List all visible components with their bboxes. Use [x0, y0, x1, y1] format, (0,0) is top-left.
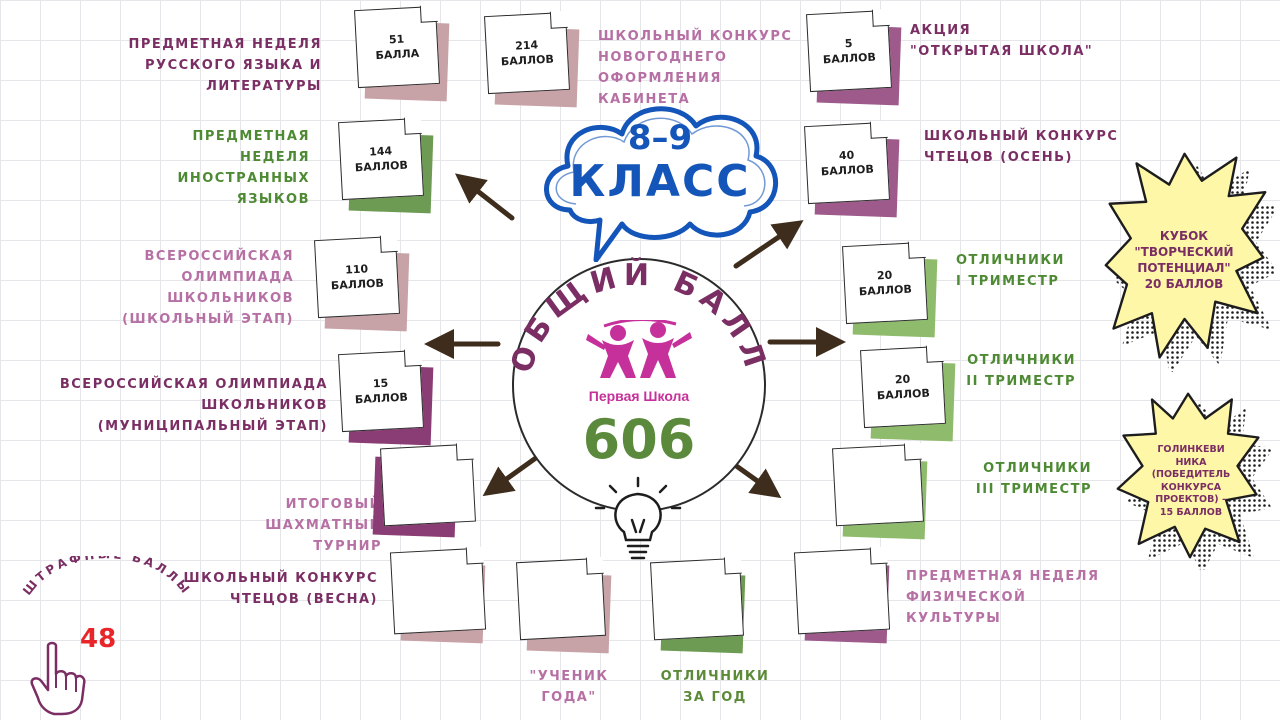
penalty-value: 48 — [80, 624, 117, 654]
card-value: 5 — [844, 36, 853, 51]
arrow-icon — [454, 173, 515, 221]
pointing-hand-icon — [30, 641, 86, 716]
card-value: 110 — [344, 262, 369, 277]
score-card-student-of-year — [516, 557, 612, 654]
label-student-of-year: "УЧЕНИК ГОДА" — [529, 669, 609, 705]
card-unit: БАЛЛОВ — [354, 390, 409, 407]
card-unit: БАЛЛОВ — [330, 276, 385, 293]
label-honors-year: ОТЛИЧНИКИ ЗА ГОД — [660, 669, 770, 705]
total-score-circle: ОБЩИЙ БАЛЛ Первая Школа 606 — [504, 257, 768, 512]
label-pe-week: ПРЕДМЕТНАЯ НЕДЕЛЯ ФИЗИЧЕСКОЙ КУЛЬТУРЫ — [906, 569, 1100, 626]
card-unit: БАЛЛОВ — [858, 282, 913, 299]
label-open-school: АКЦИЯ "ОТКРЫТАЯ ШКОЛА" — [910, 23, 1094, 59]
svg-text:ШТРАФНЫЕ БАЛЛЫ: ШТРАФНЫЕ БАЛЛЫ — [20, 556, 194, 598]
class-range: 8–9 — [627, 118, 693, 158]
arrow-icon — [482, 452, 543, 497]
label-olympiad-municipal: ВСЕРОССИЙСКАЯ ОЛИМПИАДА ШКОЛЬНИКОВ (МУНИ… — [59, 377, 328, 434]
total-score: 606 — [582, 408, 696, 471]
label-new-year-contest: ШКОЛЬНЫЙ КОНКУРС НОВОГОДНЕГО ОФОРМЛЕНИЯ … — [598, 29, 793, 107]
card-unit: БАЛЛОВ — [354, 158, 409, 175]
card-value: 144 — [368, 144, 393, 159]
label-honors-term-1: ОТЛИЧНИКИ I ТРИМЕСТР — [956, 253, 1065, 289]
card-unit: БАЛЛОВ — [876, 386, 931, 403]
score-card-chess-tournament — [372, 443, 476, 538]
arrow-icon — [733, 220, 804, 269]
card-value: 20 — [876, 268, 893, 283]
score-card-pe-week — [793, 547, 891, 644]
burst-shape — [1104, 152, 1276, 372]
penalty-arc-label: ШТРАФНЫЕ БАЛЛЫ — [20, 556, 194, 598]
card-unit: БАЛЛОВ — [820, 162, 875, 179]
card-unit: БАЛЛА — [375, 46, 420, 63]
burst-shape — [1116, 392, 1272, 570]
label-olympiad-school: ВСЕРОССИЙСКАЯ ОЛИМПИАДА ШКОЛЬНИКОВ (ШКОЛ… — [122, 249, 294, 327]
card-value: 214 — [514, 38, 539, 53]
label-honors-term-2: ОТЛИЧНИКИ II ТРИМЕСТР — [966, 353, 1076, 389]
card-unit: БАЛЛОВ — [822, 50, 877, 67]
label-russian-week: ПРЕДМЕТНАЯ НЕДЕЛЯ РУССКОГО ЯЗЫКА И ЛИТЕР… — [128, 37, 322, 94]
label-foreign-languages-week: ПРЕДМЕТНАЯ НЕДЕЛЯ ИНОСТРАННЫХ ЯЗЫКОВ — [177, 129, 310, 207]
cloud-shape — [544, 106, 779, 262]
label-honors-term-3: ОТЛИЧНИКИ III ТРИМЕСТР — [975, 461, 1092, 497]
school-logo-icon — [586, 320, 692, 378]
label-reciters-spring: ШКОЛЬНЫЙ КОНКУРС ЧТЕЦОВ (ВЕСНА) — [183, 571, 378, 607]
card-value: 20 — [894, 372, 911, 387]
arc-title: ОБЩИЙ БАЛЛ — [504, 257, 768, 377]
label-reciters-autumn: ШКОЛЬНЫЙ КОНКУРС ЧТЕЦОВ (ОСЕНЬ) — [924, 129, 1119, 165]
light-bulb-icon — [594, 476, 682, 560]
card-value: 40 — [838, 148, 855, 163]
card-value: 15 — [372, 376, 389, 391]
award-cup: КУБОК "ТВОРЧЕСКИЙ ПОТЕНЦИАЛ" 20 БАЛЛОВ — [1134, 229, 1234, 291]
class-title: 8–9 КЛАСС — [560, 118, 760, 206]
class-word: КЛАСС — [569, 156, 751, 207]
card-unit: БАЛЛОВ — [500, 52, 555, 69]
score-card-honors-year — [650, 557, 746, 654]
penalty-label: ШТРАФНЫЕ БАЛЛЫ — [20, 556, 191, 598]
label-chess-tournament: ИТОГОВЫЙ ШАХМАТНЫЙ ТУРНИР — [265, 497, 382, 554]
card-value: 51 — [388, 32, 405, 47]
score-card-reciters-spring — [389, 547, 487, 644]
school-name: Первая Школа — [588, 388, 690, 404]
award-project-winner: ГОЛИНКЕВИ НИКА (ПОБЕДИТЕЛЬ КОНКУРСА ПРОЕ… — [1151, 444, 1231, 518]
score-card-honors-term-3 — [832, 443, 928, 540]
